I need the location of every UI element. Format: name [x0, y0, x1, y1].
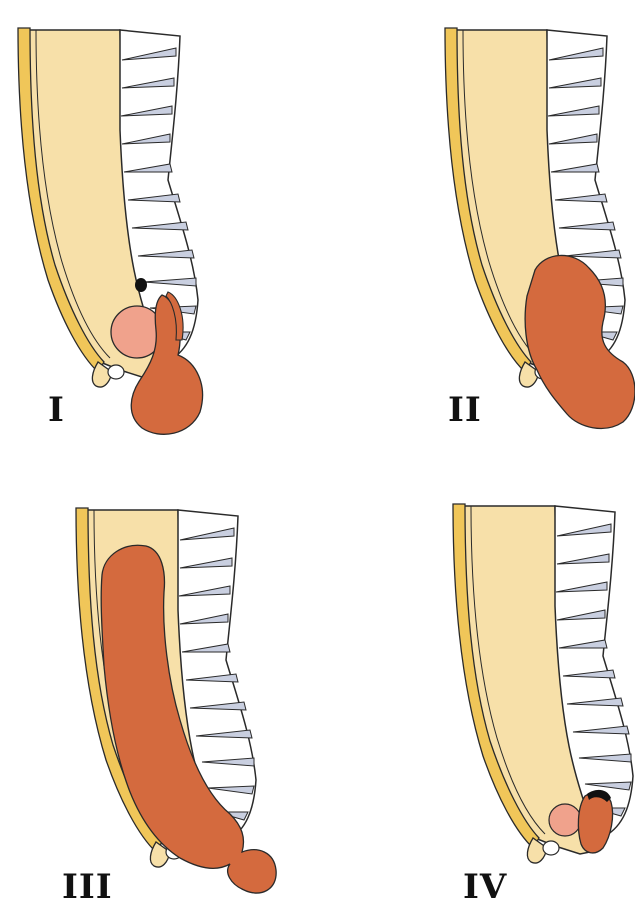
marker-dot [135, 278, 147, 292]
panel-label-i: I [48, 393, 65, 427]
panel-4 [453, 504, 633, 863]
panel-label-ii: II [448, 393, 482, 427]
panel-3 [76, 508, 276, 893]
panel-1 [18, 28, 203, 434]
panel-2 [445, 28, 635, 428]
tumor-light-mass [549, 804, 581, 836]
panel-label-iv: IV [463, 870, 507, 904]
panel-label-iii: III [62, 870, 113, 904]
tumor-mass [578, 793, 612, 853]
